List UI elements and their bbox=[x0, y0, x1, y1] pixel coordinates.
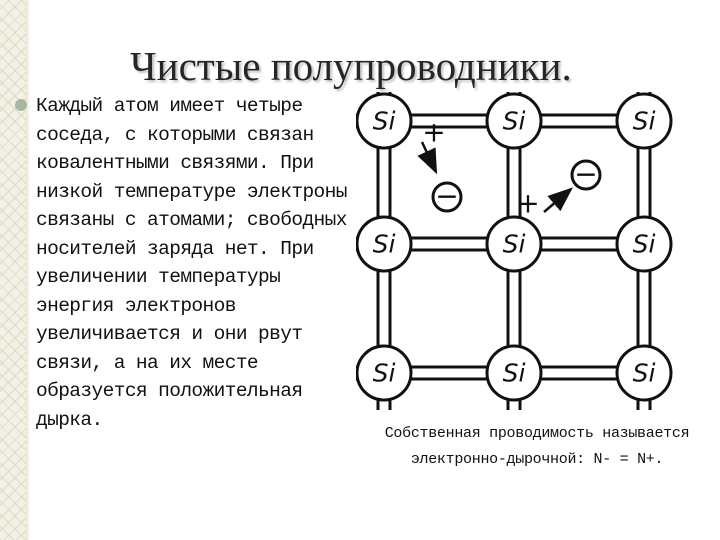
atom-si: Si bbox=[356, 215, 413, 273]
atom-label: Si bbox=[503, 230, 526, 259]
bullet-icon bbox=[15, 99, 27, 111]
electron-icon: − bbox=[431, 180, 463, 213]
electron-minus-sign: − bbox=[574, 158, 597, 191]
atom-si: Si bbox=[615, 344, 673, 402]
electron-icon: − bbox=[570, 158, 602, 191]
electron-arrow bbox=[417, 141, 438, 175]
silicon-lattice-diagram: Si Si Si Si Si Si Si Si Si + − + bbox=[356, 92, 673, 410]
electron-arrow bbox=[543, 187, 573, 213]
atom-label: Si bbox=[373, 107, 396, 136]
atom-si: Si bbox=[485, 344, 543, 402]
slide-title: Чистые полупроводники. bbox=[130, 43, 572, 89]
slide-body-text: Каждый атом имеет четыре соседа, с котор… bbox=[36, 95, 347, 431]
atom-label: Si bbox=[503, 359, 526, 388]
atom-si: Si bbox=[615, 215, 673, 273]
hole-plus-sign: + bbox=[516, 187, 539, 220]
atom-si: Si bbox=[356, 344, 413, 402]
lattice-caption: Собственная проводимость называется элек… bbox=[384, 425, 690, 468]
atom-si: Si bbox=[356, 92, 413, 150]
atom-si: Si bbox=[485, 215, 543, 273]
atom-label: Si bbox=[633, 230, 656, 259]
atom-label: Si bbox=[373, 230, 396, 259]
hole-plus-sign: + bbox=[422, 116, 445, 149]
atom-label: Si bbox=[373, 359, 396, 388]
left-decorative-band bbox=[0, 0, 30, 540]
atom-si: Si bbox=[615, 92, 673, 150]
electron-minus-sign: − bbox=[435, 180, 458, 213]
atom-si: Si bbox=[485, 92, 543, 150]
atom-label: Si bbox=[633, 107, 656, 136]
atom-label: Si bbox=[633, 359, 656, 388]
atom-label: Si bbox=[503, 107, 526, 136]
